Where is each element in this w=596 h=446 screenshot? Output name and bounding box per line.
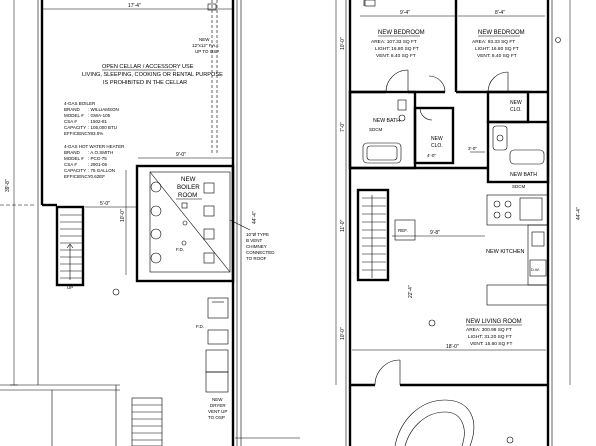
living-vent: VENT: 15.60 SQ FT [470,341,512,347]
clo-left-label-2: CLO. [431,143,443,149]
heater-spec-brand-label: BRAND [64,150,81,155]
use-note-2: LIVING, SLEEPING, COOKING OR RENTAL PURP… [82,72,223,78]
dw-label: D.W. [531,267,540,272]
dryer-note-2: DRYER [210,403,226,408]
vent-note-1: 10"Ø TYPE [246,232,269,237]
boiler-spec-eff-value: : 83.0% [88,131,103,136]
bath-left-label: NEW BATH [373,118,400,124]
heater-spec-csa-label: CSA # [64,162,77,167]
boiler-spec-csa-label: CSA # [64,119,77,124]
cellar-dim-9-0: 9'-0" [176,152,186,158]
ff-dim-18-0: 18'-0" [446,344,459,350]
stair-up-label: UP [67,285,73,290]
ff-dim-4-0: 4'-0" [427,153,436,158]
bedroom-left-vent: VENT: 8.40 SQ FT [376,53,416,59]
ff-dim-9-8: 9'-8" [430,230,440,236]
clo-right-label-1: NEW [510,100,522,106]
ff-right-dim: 44'-4" [576,207,582,220]
boiler-spec-model-label: MODEL # [64,113,84,118]
fai-note-2: 12"x12" F.A.I. [192,43,219,48]
bedroom-left-area: AREA: 107.33 SQ FT [371,39,417,45]
living-area: AREA: 300.98 SQ FT [466,327,512,333]
boiler-spec-capacity-value: : 105,000 BTU [88,125,117,130]
heater-spec-eff-label: EFFICIENCY [64,174,91,179]
ff-dim-22-4: 22'-4" [408,285,414,298]
boiler-fd-label: F.D. [176,247,184,252]
cellar-dim-10-0: 10'-0" [120,209,126,222]
boiler-room-label: NEW BOILER ROOM [176,176,202,200]
bedroom-right-title: NEW BEDROOM [478,30,525,36]
ff-dim-3-0: 3'-0" [468,146,477,151]
sdcm-right-label: SDCM [512,184,526,189]
boiler-spec-capacity-label: CAPACITY [64,125,86,130]
cellar-dim-44-4: 44'-4" [252,211,258,224]
first-floor-plan: 44'-4" 9'-4" 8'-4" 10'-0" NEW BEDROOM AR… [335,0,582,446]
living-title: NEW LIVING ROOM [466,319,522,325]
dryer-note-4: TO OSP [208,415,225,420]
dryer-note-3: VENT UP [208,409,227,414]
fridge-label: REF. [398,228,408,233]
bedroom-right-area: AREA: 93.33 SQ FT [472,39,515,45]
ff-dim-9-4: 9'-4" [400,10,410,16]
heater-spec-model-label: MODEL # [64,156,84,161]
heater-spec-capacity-label: CAPACITY [64,168,86,173]
first-floor-stair [356,188,390,282]
cellar-dim-5-0: 5'-0" [100,201,110,207]
living-light: LIGHT: 31.20 SQ FT [468,334,512,340]
heater-spec-eff-value: : 0.62EF [88,174,105,179]
boiler-room-label-2: BOILER [177,184,200,191]
bedroom-left-light: LIGHT: 16.80 SQ FT [375,46,419,52]
heater-spec-title: 4-GAS HOT WATER HEATER [64,144,125,149]
bedroom-right-vent: VENT: 8.40 SQ FT [477,53,517,59]
vent-note-3: CHIMNEY [246,244,267,249]
ff-dim-10-0: 10'-0" [340,37,346,50]
clo-left-label-1: NEW [431,136,443,142]
kitchen-label: NEW KITCHEN [486,249,525,255]
vent-note-4: CONNECTED [246,250,275,255]
use-note-1: OPEN CELLAR / ACCESSORY USE [102,64,194,70]
clo-right-label-2: CLO. [510,107,522,113]
boiler-spec-block: 4-GAS BOILER BRAND : WILLIAMSON MODEL # … [64,101,119,136]
boiler-spec-brand-value: : WILLIAMSON [88,107,119,112]
use-note-3: IS PROHIBITED IN THE CELLAR [103,80,187,86]
boiler-spec-title: 4-GAS BOILER [64,101,96,106]
cellar-top-dim: 17'-4" [128,3,141,9]
heater-spec-model-value: : PCG-75 [88,156,107,161]
ff-dim-11-0: 11'-0" [340,219,346,232]
vent-note-5: TO ROOF [246,256,267,261]
cellar-stair: UP [55,205,85,290]
ff-dim-8-4: 8'-4" [495,10,505,16]
bath-right-label: NEW BATH [510,172,537,178]
cellar-left-dim: 39'-8" [5,179,11,192]
heater-spec-brand-value: : A.O.SMITH [88,150,113,155]
boiler-spec-eff-label: EFFICIENCY [64,131,91,136]
bedroom-left-title: NEW BEDROOM [378,30,425,36]
fai-note-3: UP TO OSP [195,49,219,54]
boiler-spec-csa-value: : 1502-81 [88,119,108,124]
heater-spec-csa-value: : 2901-05 [88,162,108,167]
cellar-plan: 39'-8" 17'-4" NEW 12"x12" F.A.I. UP TO O… [0,0,300,446]
fai-note-1: NEW [199,37,210,42]
living-room-label: NEW LIVING ROOM AREA: 300.98 SQ FT LIGHT… [466,319,522,347]
bedroom-right-label: NEW BEDROOM AREA: 93.33 SQ FT LIGHT: 16.… [472,30,525,59]
vent-note-2: B VENT [246,238,263,243]
boiler-spec-model-value: : GWA-105 [88,113,111,118]
heater-spec-block: 4-GAS HOT WATER HEATER BRAND : A.O.SMITH… [64,144,125,179]
dryer-note-1: NEW [212,397,223,402]
ff-dim-7-0: 7'-0" [340,122,346,132]
sink-fd-label: F.D. [196,324,204,329]
ff-dim-10-0-lower: 10'-0" [340,327,346,340]
bedroom-right-light: LIGHT: 16.80 SQ FT [475,46,519,52]
boiler-room-label-1: NEW [181,176,196,183]
bedroom-left-label: NEW BEDROOM AREA: 107.33 SQ FT LIGHT: 16… [371,30,425,59]
kitchen-counters: D.W. [486,194,549,306]
heater-spec-capacity-value: : 75 GALLON [88,168,115,173]
boiler-room-label-3: ROOM [178,192,197,199]
boiler-spec-brand-label: BRAND [64,107,81,112]
sdcm-left-label: SDCM [369,127,383,132]
